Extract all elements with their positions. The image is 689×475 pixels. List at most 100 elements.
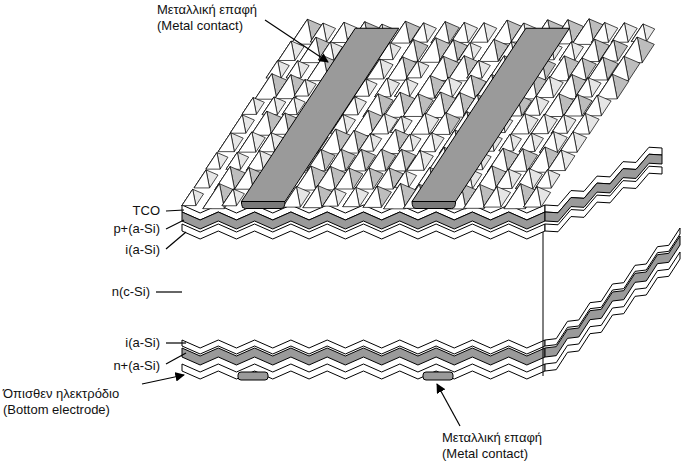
pyramid-face [479, 39, 498, 61]
pyramid-face [588, 57, 608, 80]
pyramid [575, 78, 601, 97]
body-edge [543, 232, 544, 376]
pyramid-face [255, 74, 277, 99]
pyramid [395, 79, 418, 97]
pyramid-face [194, 170, 209, 188]
pyramid-face [203, 184, 224, 209]
pyramid [203, 184, 236, 209]
pyramid-face [238, 132, 255, 152]
layer-strip [545, 252, 680, 371]
pyramid-face [303, 185, 322, 207]
pyramid-face [419, 133, 435, 152]
pyramid-face [206, 153, 220, 170]
pyramid [596, 74, 629, 99]
pyramid-face [471, 23, 488, 42]
pyramid-face [275, 75, 296, 99]
pyramid-face [258, 133, 274, 152]
metal-contacts [241, 28, 569, 208]
pyramid-face [524, 187, 541, 207]
layer-strip [545, 236, 680, 357]
rear-contact [423, 372, 453, 380]
pyramid [242, 98, 264, 115]
pyramid-face [548, 56, 569, 81]
pyramid-face [331, 22, 348, 42]
pyramid-face [591, 22, 608, 42]
pyramid-face [226, 152, 241, 169]
leader-arrow [142, 375, 184, 384]
pyramid [310, 23, 335, 42]
pyramid-face [407, 61, 421, 78]
pyramid-face [531, 114, 548, 134]
pyramid-face [572, 19, 594, 45]
layer-strip [182, 348, 545, 365]
pyramid-face [242, 98, 256, 115]
leader-arrow [437, 384, 460, 426]
pyramid-face [508, 149, 527, 172]
pyramid-face [448, 56, 469, 81]
pyramid [471, 23, 497, 42]
pyramid-face [564, 95, 582, 116]
pyramid [390, 116, 412, 132]
pyramid-face [278, 41, 295, 60]
pyramid-face [182, 189, 196, 205]
pyramid [559, 42, 583, 60]
callout-label: Μεταλλική επαφή (Metal contact) [157, 2, 277, 34]
pyramid [459, 43, 482, 60]
pyramid [266, 61, 289, 78]
pyramid [407, 150, 433, 170]
pyramid-face [483, 187, 501, 207]
pyramid-texture [182, 19, 655, 209]
finger-front [241, 202, 285, 209]
pyramid-face [291, 19, 312, 44]
pyramid-face [495, 169, 512, 189]
layer-label: n(c-Si) [112, 284, 150, 300]
pyramid [262, 97, 286, 115]
pyramid-face [584, 95, 602, 116]
leader-lines [142, 20, 460, 426]
pyramid [631, 24, 654, 42]
pyramid [359, 134, 382, 151]
finger-top [412, 28, 569, 201]
pyramid-face [375, 78, 391, 97]
pyramid [560, 132, 587, 152]
leader-line [166, 353, 186, 364]
pyramid [230, 115, 254, 133]
pyramid-face [523, 96, 540, 115]
leader-line [166, 342, 186, 343]
pyramid [572, 113, 599, 134]
pyramid-face [407, 150, 424, 170]
pyramid-face [499, 134, 514, 151]
pyramid-face [335, 168, 353, 189]
pyramid-face [222, 189, 236, 206]
pyramid [226, 152, 249, 169]
pyramid [411, 23, 437, 42]
pyramid-face [528, 147, 550, 172]
leader-line [166, 232, 186, 249]
layer-label: TCO [133, 203, 160, 219]
pyramid-face [548, 150, 566, 171]
pyramid [407, 61, 429, 78]
pyramid-face [387, 149, 406, 171]
layer-strip [182, 364, 545, 379]
pyramid [499, 134, 521, 151]
pyramid [584, 95, 611, 116]
leader-line [166, 210, 184, 211]
callout-label: Μεταλλική επαφή (Metal contact) [442, 430, 562, 462]
pyramid [524, 187, 551, 207]
pyramid [206, 153, 228, 170]
pyramid-face [511, 114, 528, 134]
layer-label: i(a-Si) [125, 242, 160, 258]
pyramid-face [383, 92, 404, 117]
pyramid-face [282, 97, 297, 114]
rear-contact [238, 372, 268, 380]
pyramid-face [230, 115, 246, 133]
pyramid-face [403, 94, 422, 117]
pyramid-face [262, 97, 277, 115]
leader-arrow [265, 20, 328, 62]
pyramid-face [294, 79, 308, 96]
pyramid [399, 134, 421, 151]
pyramid-face [347, 149, 366, 171]
layer-strip [545, 166, 662, 232]
pyramid [535, 170, 560, 189]
pyramid-face [363, 186, 381, 207]
